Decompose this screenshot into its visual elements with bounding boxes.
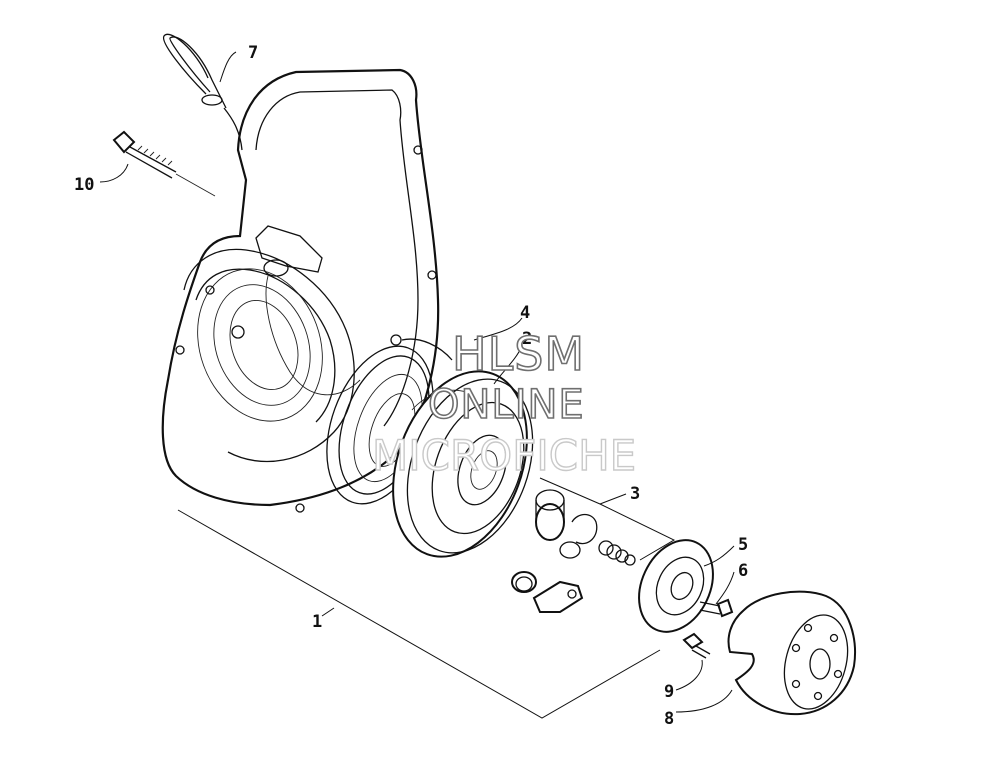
recoil-housing — [161, 68, 440, 513]
pawl-assembly — [511, 489, 636, 613]
assembly-bracket — [177, 509, 661, 719]
watermark-line-3: MICROFICHE — [372, 431, 636, 480]
callout-10: 10 — [74, 175, 94, 195]
cup-bolt — [682, 632, 711, 659]
rope-reel — [392, 370, 534, 558]
callout-7: 7 — [248, 43, 258, 63]
pawl-bracket — [539, 477, 676, 561]
plate-bolt — [699, 598, 734, 618]
callout-9: 9 — [664, 682, 674, 702]
leader-lines — [99, 51, 735, 713]
callout-5: 5 — [738, 535, 748, 555]
callout-4: 4 — [520, 303, 530, 323]
starter-rope-loop — [163, 33, 243, 151]
callout-2: 2 — [522, 329, 532, 349]
watermark-line-1: HLSM — [452, 327, 585, 381]
long-bolt — [112, 130, 216, 197]
callout-1: 1 — [312, 612, 322, 632]
watermark: HLSM ONLINE MICROFICHE — [371, 326, 637, 481]
starter-cup — [727, 590, 856, 716]
callout-3: 3 — [630, 484, 640, 504]
callout-6: 6 — [738, 561, 748, 581]
watermark-line-2: ONLINE — [428, 382, 585, 428]
retainer-plate — [638, 539, 714, 633]
callout-8: 8 — [664, 709, 674, 729]
